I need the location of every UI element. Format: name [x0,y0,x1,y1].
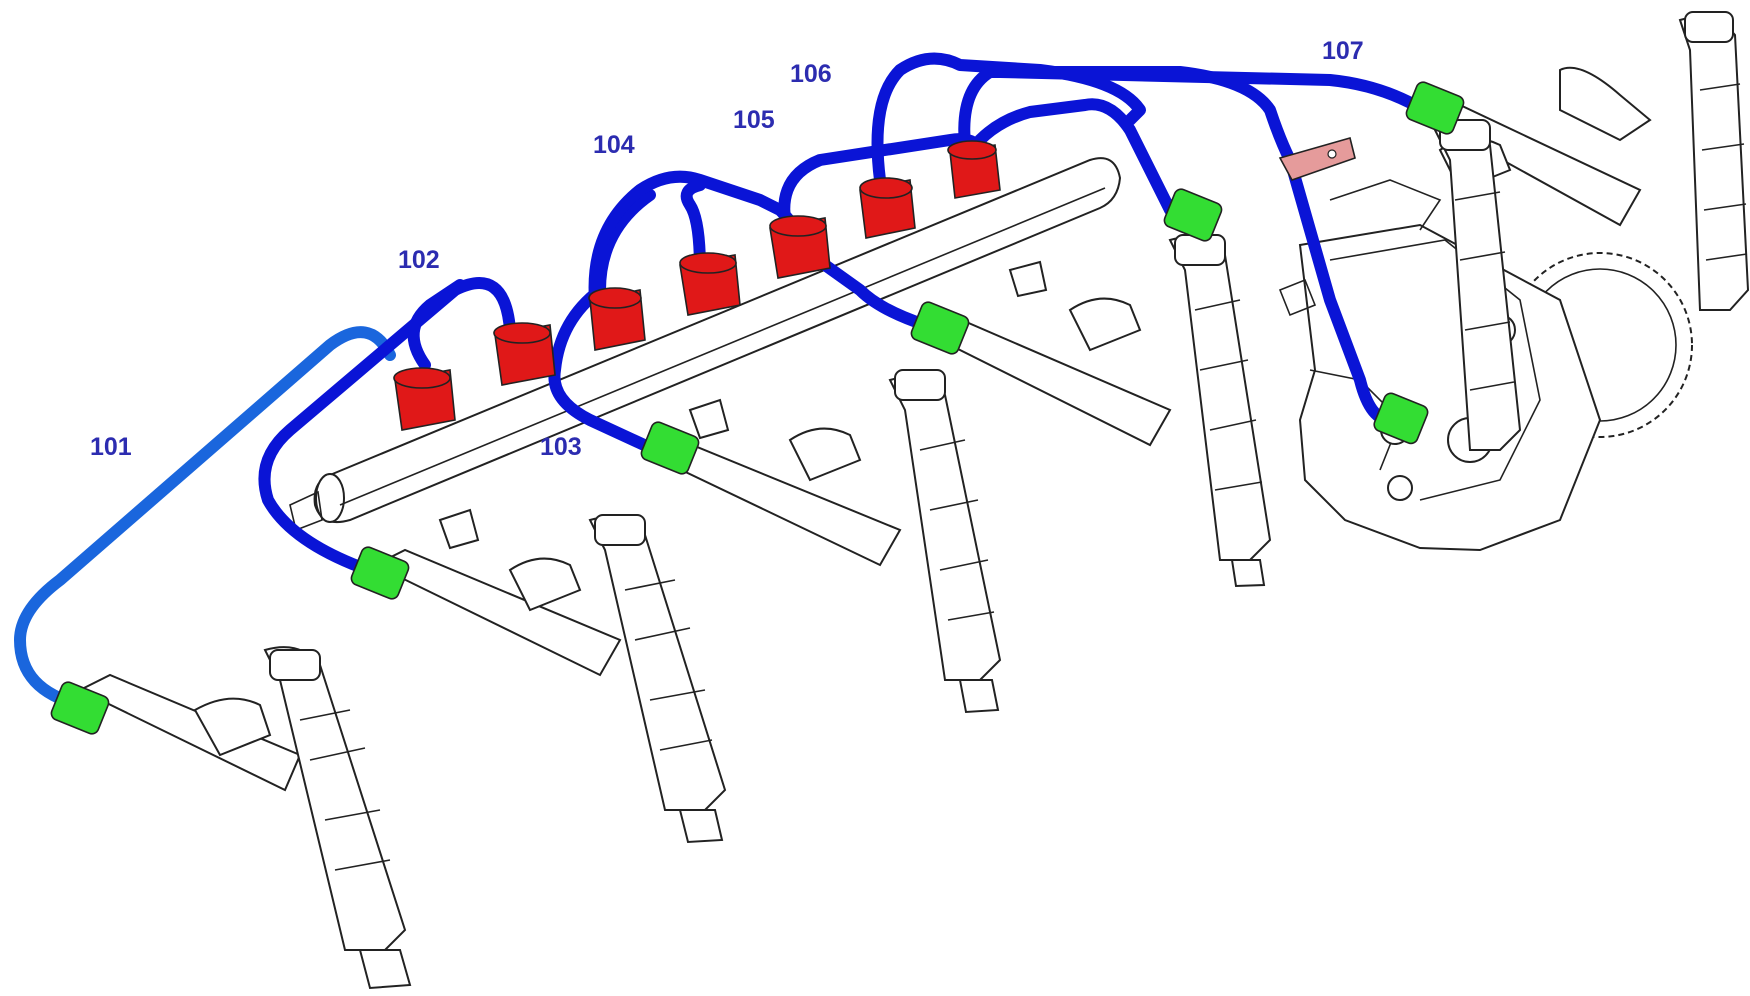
label-104: 104 [593,131,635,159]
fuel-pump [1278,179,1693,552]
injector-1 [77,646,412,990]
injector-fitting-1 [50,681,110,735]
pipe-106 [871,52,1146,186]
pipe-106b [958,66,1396,426]
pipe-labels: 101 102 103 104 105 106 107 [90,37,1364,461]
rail-fitting-3 [588,287,646,351]
injector-fitting-3 [640,421,700,475]
injector-4 [917,234,1272,588]
rail-fitting-2 [493,322,556,386]
label-101: 101 [90,433,132,461]
label-102: 102 [398,246,440,274]
rail-fitting-1 [393,367,456,431]
injector-6 [1559,11,1750,311]
label-103: 103 [540,433,582,461]
pump-body [1298,223,1602,552]
injector-fitting-pump [1373,392,1429,445]
pipe-101 [14,326,396,711]
pipe-104b [680,179,706,276]
pipe-bracket [1278,137,1356,181]
pipe-102b [407,279,466,371]
injector-fitting-4 [910,301,970,355]
injector-2 [372,514,727,844]
label-107: 107 [1322,37,1364,65]
injector-fitting-6 [1405,81,1465,135]
rail-fitting-7 [947,140,1001,199]
pipe-103 [548,189,661,456]
pipe-102 [258,277,516,573]
label-105: 105 [733,106,775,134]
injector-fittings [50,81,1465,735]
label-106: 106 [790,60,832,88]
rail-fitting-4 [679,252,741,316]
rail-fittings [393,140,1001,431]
injector-fitting-5 [1163,188,1223,242]
fuel-rail [289,157,1122,550]
injector-fitting-2 [350,546,410,600]
pipe-107 [974,98,1176,216]
rail-fitting-6 [859,177,916,239]
rail-fitting-5 [769,215,831,279]
